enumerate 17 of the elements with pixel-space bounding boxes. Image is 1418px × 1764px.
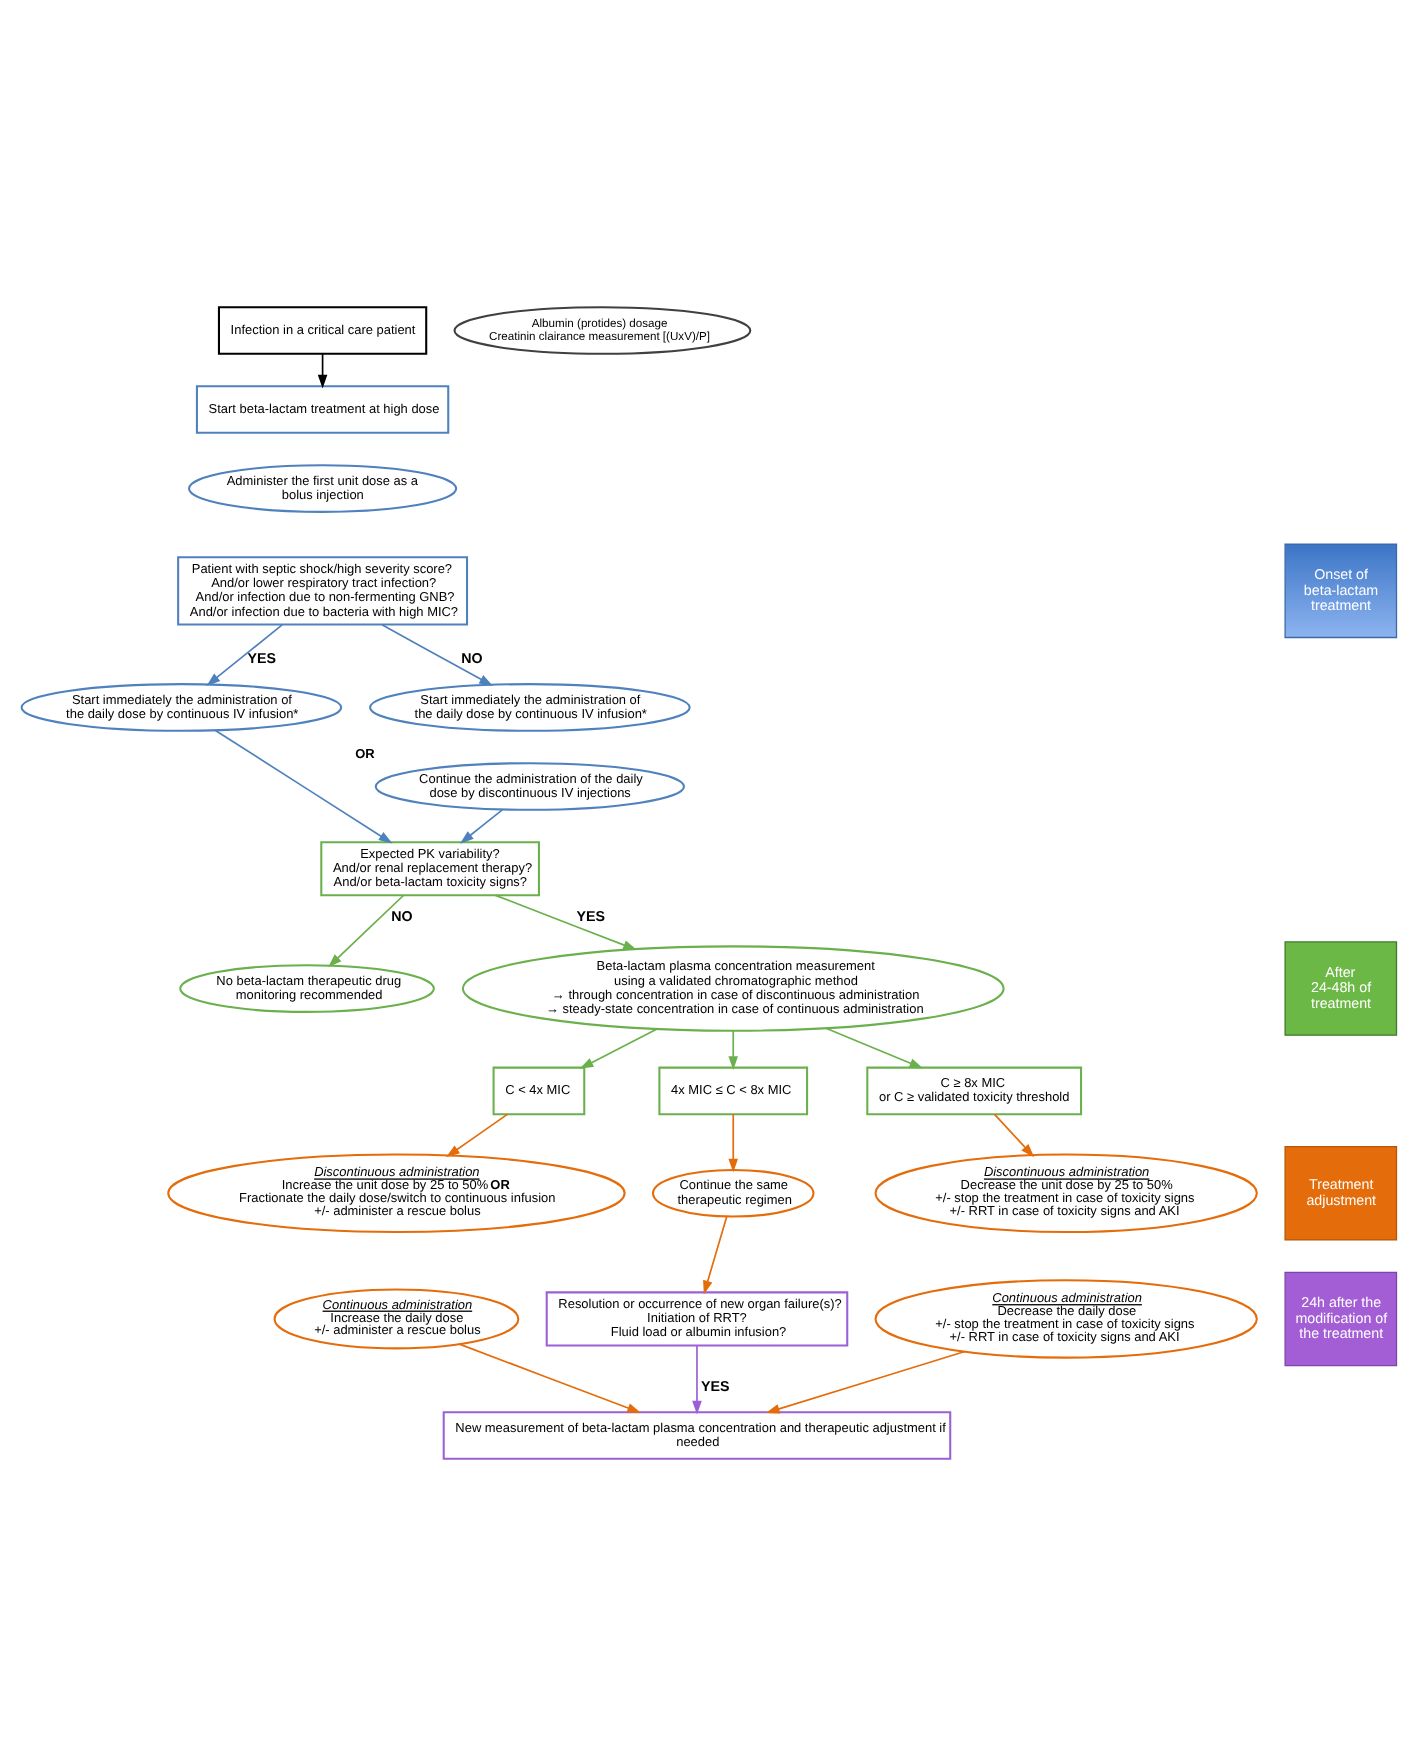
arrow [328,893,405,967]
arrow [459,807,504,843]
arrow [579,1027,658,1068]
arrow [692,1343,702,1414]
arrow [214,728,393,843]
arrow [381,623,493,685]
arrow [206,623,283,685]
arrow [825,1026,924,1068]
arrow [993,1112,1035,1157]
arrow [458,1342,641,1412]
arrow [317,352,328,388]
arrow [728,1029,739,1069]
arrow [703,1214,728,1294]
arrow [765,1349,966,1413]
arrow [446,1112,509,1157]
arrow [728,1112,739,1172]
arrow [494,893,637,950]
